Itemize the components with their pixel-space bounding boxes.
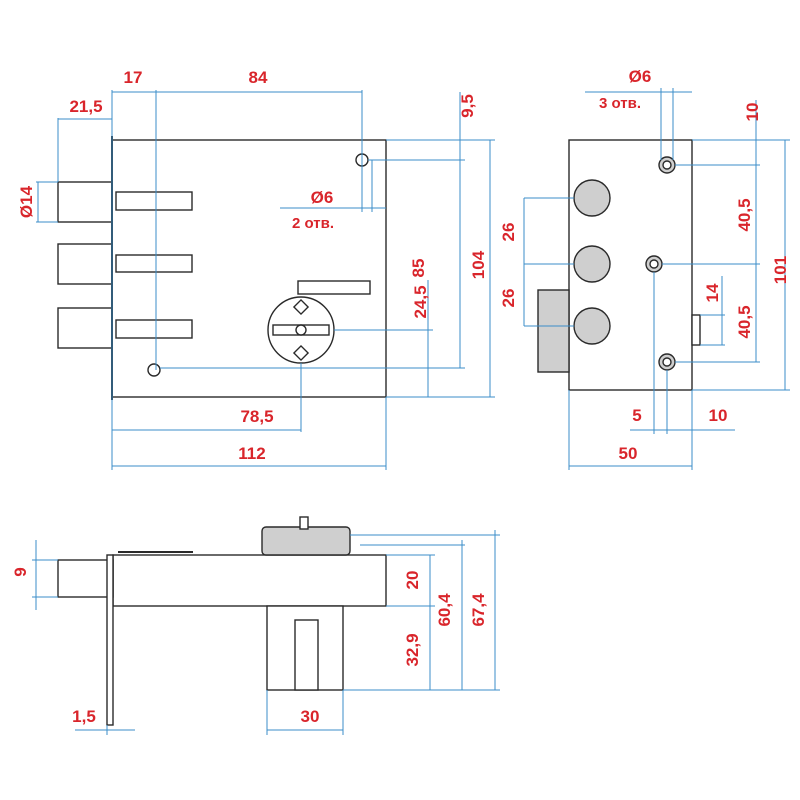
bolt-slot	[115, 191, 193, 211]
side-dimension-lines	[523, 88, 790, 470]
bolt	[57, 559, 114, 598]
cylinder-slot	[294, 619, 319, 691]
bolt-slot	[115, 319, 193, 339]
bolt-end	[573, 307, 611, 345]
dim-label: 10	[709, 406, 728, 425]
cylinder-cap	[261, 526, 351, 556]
dim-label: 104	[469, 250, 488, 279]
dim-label: 40,5	[735, 305, 754, 338]
dim-label: 101	[771, 256, 790, 284]
bolt-end	[573, 245, 611, 283]
bolt-end	[573, 179, 611, 217]
bottom-dimension-lines	[32, 530, 500, 735]
hole-diameter-label: Ø6	[311, 188, 334, 207]
dim-label: 9	[11, 567, 30, 576]
bottom-view: 9 20 60,4 67,4 32,9 1,5 30	[11, 516, 500, 735]
dim-label: 40,5	[735, 198, 754, 231]
bolt-slot	[115, 254, 193, 273]
faceplate-edge	[106, 554, 114, 726]
bolt	[57, 307, 113, 349]
latch-stub	[691, 314, 701, 346]
cylinder-center	[295, 324, 307, 336]
dim-label: 26	[499, 223, 518, 242]
front-view: 17 84 21,5 Ø14 9,5 Ø6 2 отв. 85 104 24,5…	[17, 68, 495, 470]
dim-label: 17	[124, 68, 143, 87]
bolt	[57, 181, 113, 223]
dim-label: 85	[409, 259, 428, 278]
dim-label: 14	[703, 283, 722, 302]
dim-label: 20	[403, 571, 422, 590]
dim-label: 9,5	[458, 94, 477, 118]
hole-count-label: 3 отв.	[599, 95, 641, 112]
dim-label: 5	[632, 406, 641, 425]
hole-count-label: 2 отв.	[292, 215, 334, 232]
dim-label: 60,4	[435, 593, 454, 627]
cylinder-pin	[299, 516, 309, 530]
dim-label: 112	[238, 444, 265, 463]
dim-label: 67,4	[469, 593, 488, 627]
dim-label: 1,5	[72, 707, 96, 726]
latch-bar	[297, 280, 371, 295]
dim-label: 24,5	[411, 285, 430, 318]
cylinder-screw	[292, 298, 310, 316]
mount-hole	[147, 363, 161, 377]
bolt	[57, 243, 113, 285]
dim-label: 26	[499, 289, 518, 308]
side-view: Ø6 3 отв. 10 40,5 101 26 26 14 40,5 5 10…	[499, 67, 790, 470]
dim-label: Ø14	[17, 185, 36, 218]
handle-knob	[537, 289, 570, 373]
cylinder-screw	[292, 344, 310, 362]
dim-label: 50	[619, 444, 638, 463]
body-section	[112, 554, 387, 607]
dim-label: 10	[743, 103, 762, 122]
dim-label: 78,5	[240, 407, 273, 426]
dim-label: 21,5	[69, 97, 102, 116]
dim-label: 30	[301, 707, 320, 726]
dim-label: 32,9	[403, 633, 422, 666]
hole-diameter-label: Ø6	[629, 67, 652, 86]
front-dimension-lines	[36, 90, 495, 470]
dim-label: 84	[249, 68, 268, 87]
